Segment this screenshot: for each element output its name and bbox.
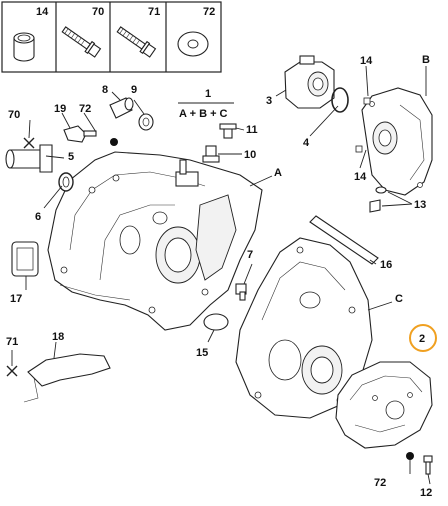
callout-10: 10 — [244, 149, 256, 161]
plug-bolt-11 — [219, 123, 237, 139]
callout-18: 18 — [52, 331, 64, 343]
output-shaft-seal — [5, 144, 53, 173]
drain-cap-15 — [203, 313, 229, 331]
seal-washer-black — [406, 452, 414, 460]
header-parts-panel: 14 70 71 72 — [1, 1, 222, 73]
callout-6: 6 — [35, 211, 41, 223]
formula-expression: A + B + C — [179, 108, 228, 120]
callout-a: A — [274, 167, 282, 179]
callout-2: 2 — [419, 333, 425, 345]
leader-lines — [11, 65, 431, 485]
box-label-71: 71 — [148, 6, 160, 18]
marker-square — [363, 97, 371, 105]
callout-14: 14 — [360, 55, 373, 67]
gearbox-casing-a — [47, 151, 263, 331]
callout-12: 12 — [420, 487, 432, 499]
dowel-rod-16 — [309, 215, 379, 265]
oil-seal-ring — [58, 172, 74, 192]
callout-7: 7 — [247, 249, 253, 261]
o-ring — [331, 87, 349, 113]
callout-9: 9 — [131, 84, 137, 96]
heat-shield-18 — [23, 353, 111, 403]
box-label-14: 14 — [36, 6, 49, 18]
box-label-70: 70 — [92, 6, 104, 18]
callout-72b: 72 — [374, 477, 386, 489]
assembly-formula: 1 A + B + C — [178, 88, 234, 120]
callout-4: 4 — [303, 137, 310, 149]
callout-16: 16 — [380, 259, 392, 271]
callout-3: 3 — [266, 95, 272, 107]
seal-washer-black — [110, 138, 118, 146]
clutch-housing-c — [235, 237, 373, 419]
gearbox-housing-b — [361, 87, 433, 196]
highlight-ring — [409, 324, 437, 352]
bolt-icon — [116, 26, 157, 58]
formula-index: 1 — [205, 88, 211, 100]
callout-c: C — [395, 293, 403, 305]
callout-11: 11 — [246, 124, 258, 136]
sensor-part — [63, 125, 97, 143]
callout-19: 19 — [54, 103, 66, 115]
sleeve-part — [109, 97, 134, 119]
callout-8: 8 — [102, 84, 108, 96]
bushing-part — [138, 113, 154, 131]
callout-15: 15 — [196, 347, 208, 359]
mount-bracket-17 — [11, 241, 39, 277]
box-label-72: 72 — [203, 6, 215, 18]
callout-71: 71 — [6, 336, 18, 348]
washer-icon — [177, 31, 209, 57]
bolt-12 — [423, 455, 433, 475]
callout-14b: 14 — [354, 171, 367, 183]
callout-70: 70 — [8, 109, 20, 121]
clip-13 — [369, 186, 387, 213]
bolt-icon — [61, 26, 102, 58]
reverse-switch-10 — [202, 145, 220, 163]
callout-labels: 8 9 19 72 70 5 6 11 10 3 4 14 B 14 13 A … — [6, 54, 432, 499]
cross-screw-marker — [23, 137, 35, 149]
shift-housing — [284, 55, 335, 109]
filler-plug-7 — [235, 283, 247, 301]
callout-72: 72 — [79, 103, 91, 115]
callout-17: 17 — [10, 293, 22, 305]
callout-b: B — [422, 54, 430, 66]
marker-square — [355, 145, 363, 153]
rear-cover — [335, 361, 433, 449]
dowel-icon — [13, 32, 35, 62]
callout-5: 5 — [68, 151, 74, 163]
cross-screw-marker — [6, 365, 18, 377]
callout-13: 13 — [414, 199, 426, 211]
